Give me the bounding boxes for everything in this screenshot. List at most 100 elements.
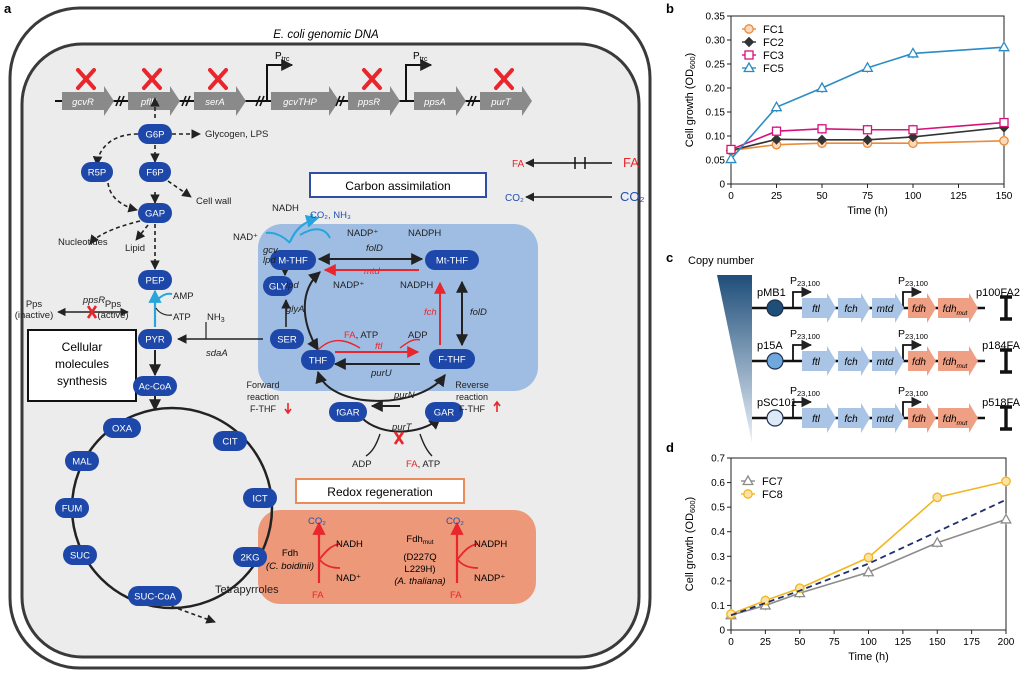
nadplus-label: NAD⁺ [233,232,258,243]
node-pill [425,402,463,422]
node-ict: ICT [243,488,277,508]
terminator-icon [1000,405,1012,431]
y-tick-label: 0.30 [706,36,726,47]
construct-name: p100FA2 [976,287,1020,299]
gene-label: purT [490,97,512,108]
node-label: PEP [145,276,164,287]
co2-nh3-label: CO₂, NH₃ [310,210,351,221]
node-succoa: SUC-CoA [128,586,182,606]
data-point [725,152,737,164]
node-pill [138,329,172,349]
legend-label: FC2 [763,37,784,49]
gene-fdh-arrow [908,403,936,433]
legend-label: FC8 [762,489,783,501]
legend-label: FC3 [763,50,784,62]
gene-label: mtd [877,304,894,315]
fch-label: fch [424,307,437,318]
glycogen-label: Glycogen, LPS [205,129,268,140]
gene-label: fdh [912,304,926,315]
promoter-label: P23,100 [898,385,928,398]
cellular-synthesis-box [27,329,137,402]
promoter-label: P23,100 [898,328,928,341]
break-mark [335,95,345,107]
series-fc7 [725,513,1012,621]
data-point [726,144,736,155]
x-tick-label: 200 [998,637,1015,648]
x-tick-label: 50 [794,637,806,648]
node-pill [425,250,479,270]
node-mthf: M-THF [270,250,316,270]
node-label: R5P [88,168,106,179]
y-tick-label: 0.7 [711,454,725,465]
genome-title: E. coli genomic DNA [273,29,379,41]
data-point [907,131,919,143]
ftl-label: ftl [375,341,383,352]
series-line [730,140,1005,152]
node-label: ICT [252,494,268,505]
node-fthf: F-THF [429,349,475,369]
panel-label-c: c [666,250,673,265]
series-fc8 [726,476,1011,620]
origin-label: pSC101 [757,397,797,409]
data-point [760,595,771,606]
redox-regeneration-box [295,478,465,504]
gene-label: serA [205,97,225,108]
gene-label: fdhmut [943,304,969,317]
gene-label: ppsR [357,97,380,108]
series-line [730,46,1005,160]
node-f6p: F6P [139,162,171,182]
gene-ppsR: ppsR [348,68,400,116]
node-pill [138,124,172,144]
data-point [1000,513,1012,524]
terminator-icon [1000,348,1012,374]
gene-mtd-arrow [872,346,904,376]
gene-label: fch [844,304,858,315]
gene-label: fch [844,357,858,368]
gene-mtd-arrow [872,403,904,433]
cellular-synthesis-line2: molecules [55,357,109,371]
origin-icon [766,352,784,370]
promoter-arrow [792,339,813,361]
redox-nadh: NADH [336,539,363,550]
gene-fdh-arrow [938,346,978,376]
legend-marker [742,474,754,486]
legend-marker [743,61,755,73]
node-label: F-THF [438,355,466,366]
legend-label: FC5 [763,63,784,75]
node-pep: PEP [138,270,172,290]
folD-right-label: folD [470,307,487,318]
y-tick-label: 0.15 [706,108,726,119]
forward-line3: F-THF [250,404,276,414]
data-point [863,552,874,563]
nh3-label: NH3 [207,312,225,324]
gcv-label: gcv [263,245,279,256]
node-label: GAR [434,408,455,419]
pps-active-line2: (active) [97,310,128,321]
series-line [730,126,1005,152]
y-tick-label: 0.10 [706,132,726,143]
y-axis-label: Cell growth (OD600) [684,53,697,147]
legend-marker [744,50,754,60]
node-label: Ac-CoA [139,382,172,393]
data-point [907,47,919,58]
y-tick-label: 0.6 [711,478,725,489]
redox-fa-left: FA [312,590,324,601]
series-line [730,498,1007,617]
node-mal: MAL [65,451,99,471]
gene-label: fdh [912,414,926,425]
series-fc5 [725,40,1010,165]
series-line [730,121,1005,151]
legend-item-fc7: FC7 [741,474,783,488]
x-tick-label: 75 [829,637,841,648]
node-pill [128,586,182,606]
node-pill [138,270,172,290]
redox-co2-right: CO₂ [446,516,464,527]
gene-arrow [271,86,339,116]
redox-labels: CO₂ NADH Fdh (C. boidinii) NAD⁺ FA CO₂ N… [266,516,507,601]
node-pill [263,276,293,296]
promoter-arrow [902,286,923,308]
node-label: OXA [112,424,133,435]
legend-marker [743,36,755,48]
